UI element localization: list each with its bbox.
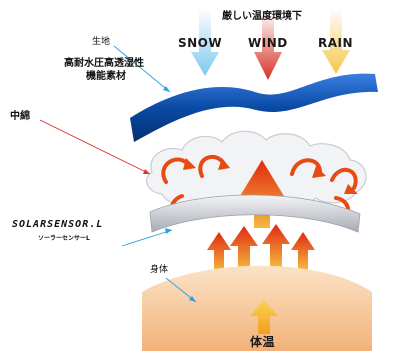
rain-arrow-icon [322, 8, 350, 74]
heat-arrow-icon [262, 224, 290, 268]
heat-arrow-icon [207, 232, 231, 272]
solar-sensor-sublabel: ソーラーセンサーL [38, 235, 90, 242]
material-label-line2: 機能素材 [86, 71, 126, 82]
harsh-environment-title: 厳しい温度環境下 [222, 11, 302, 22]
central-heat-arrow-icon [240, 160, 284, 228]
body-temp-arrow-icon [250, 300, 278, 334]
snow-arrow-icon [191, 8, 219, 76]
fabric-label: 生地 [92, 37, 111, 47]
outer-fabric-layer [130, 73, 378, 142]
material-label-line1: 高耐水圧高透湿性 [64, 58, 144, 69]
body-temperature-label: 体温 [250, 335, 276, 349]
rain-label: RAIN [318, 36, 354, 50]
solar-sensor-layer [149, 194, 361, 233]
wind-label: WIND [248, 36, 288, 50]
wind-arrow-icon [254, 10, 282, 80]
solar-sensor-logo: SOLARSENSOR.L [12, 219, 104, 230]
rising-heat-arrows [207, 224, 315, 272]
snow-label: SNOW [178, 36, 223, 50]
padding-label: 中綿 [10, 111, 30, 122]
leader-lines [39, 45, 197, 303]
heat-arrow-icon [230, 226, 258, 270]
heat-swirl-heads [183, 158, 358, 194]
body-label: 身体 [150, 265, 169, 275]
heat-arrow-icon [291, 232, 315, 270]
